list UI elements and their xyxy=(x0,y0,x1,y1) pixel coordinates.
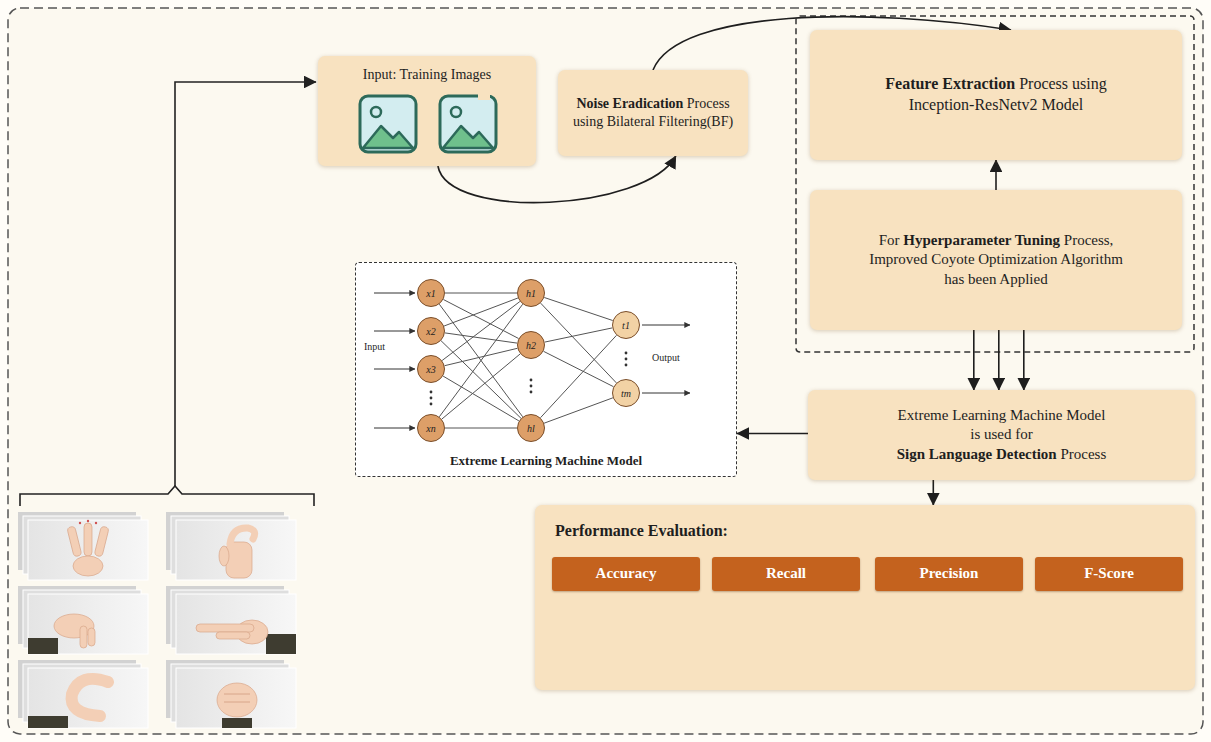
network-link xyxy=(439,304,522,417)
process-box: Extreme Learning Machine Model is used f… xyxy=(808,390,1195,480)
text-line: xn xyxy=(426,422,435,435)
process-box: Feature Extraction Process using Incepti… xyxy=(810,30,1182,160)
group-frame xyxy=(796,16,1194,352)
text-line: Performance Evaluation: xyxy=(555,521,728,542)
neuron-node: tm xyxy=(612,379,640,407)
text-line: x3 xyxy=(426,363,435,376)
text-line: Feature Extraction Process using Incepti… xyxy=(876,74,1116,116)
network-link xyxy=(541,335,617,417)
flow-arrow xyxy=(998,330,1000,390)
axis-label: Output xyxy=(652,352,680,363)
box-text: Process xyxy=(1060,446,1106,462)
feed-line xyxy=(175,82,316,486)
box-text: Performance Evaluation: xyxy=(555,522,728,539)
box-text: Extreme Learning Machine Model is used f… xyxy=(898,407,1106,443)
text-line: h1 xyxy=(526,287,536,300)
text-line: Recall xyxy=(766,564,806,584)
text-line: Input: Training Images xyxy=(327,66,527,84)
network-link xyxy=(442,354,520,419)
text-line: Precision xyxy=(920,564,979,584)
box-text: For xyxy=(879,232,900,248)
neuron-node: x3 xyxy=(417,355,445,383)
box-text: Extreme Learning Machine Model xyxy=(450,453,642,468)
neuron-label: tm xyxy=(621,388,631,399)
text-line: tm xyxy=(621,387,631,400)
neuron-label: x3 xyxy=(426,364,435,375)
input-box: Input: Training Images xyxy=(318,56,536,166)
evaluation-panel: Performance Evaluation: Accuracy Recall Pre… xyxy=(535,505,1195,690)
metric-label: Precision xyxy=(920,565,979,581)
network-link xyxy=(439,304,522,417)
network-link xyxy=(545,328,613,342)
neuron-node: h2 xyxy=(517,331,545,359)
neuron-node: t1 xyxy=(612,311,640,339)
process-box: Noise Eradication Process using Bilatera… xyxy=(558,70,748,156)
text-line: Extreme Learning Machine Model xyxy=(450,453,642,470)
text-line: x2 xyxy=(426,325,435,338)
text-line: Accuracy xyxy=(596,564,657,584)
network-link xyxy=(442,302,520,361)
bracket xyxy=(20,486,314,506)
text-line: hl xyxy=(527,422,535,435)
neuron-label: hl xyxy=(527,423,535,434)
text-line: For Hyperparameter Tuning Process, Impro… xyxy=(861,231,1131,290)
neuron-node: h1 xyxy=(517,279,545,307)
metric-button: Recall xyxy=(712,557,860,591)
flow-arrow xyxy=(995,160,997,190)
text-line: F-Score xyxy=(1084,564,1134,584)
neuron-node: x1 xyxy=(417,279,445,307)
neuron-node: xn xyxy=(417,414,445,442)
network-link xyxy=(445,428,517,429)
axis-label: Input xyxy=(364,341,385,352)
neuron-label: t1 xyxy=(622,320,630,331)
flow-arrow xyxy=(1023,330,1025,390)
neuron-label: x2 xyxy=(426,326,435,337)
network-link xyxy=(544,398,613,423)
metric-label: Recall xyxy=(766,565,806,581)
neuron-node: hl xyxy=(517,414,545,442)
box-text: Noise Eradication xyxy=(576,96,683,111)
box-text: Input: Training Images xyxy=(363,67,491,82)
metric-label: Accuracy xyxy=(596,565,657,581)
neuron-label: xn xyxy=(426,423,435,434)
box-text: Hyperparameter Tuning xyxy=(903,232,1060,248)
text-line: h2 xyxy=(526,339,536,352)
metric-button: Precision xyxy=(875,557,1023,591)
text-line: Noise Eradication Process using Bilatera… xyxy=(568,95,738,131)
neuron-label: h1 xyxy=(526,288,536,299)
flow-arrow xyxy=(737,433,808,435)
neuron-label: h2 xyxy=(526,340,536,351)
network-link xyxy=(443,376,519,421)
network-link xyxy=(443,300,518,339)
text-line: Sign Language Detection Process xyxy=(842,445,1162,465)
neuron-node: x2 xyxy=(417,317,445,345)
network-link xyxy=(445,293,517,294)
box-text: Feature Extraction xyxy=(885,75,1015,92)
network-link xyxy=(541,303,617,383)
text-line: x1 xyxy=(426,287,435,300)
metric-label: F-Score xyxy=(1084,565,1134,581)
flow-arrow xyxy=(932,480,934,505)
metric-button: Accuracy xyxy=(552,557,700,591)
network-link xyxy=(544,351,614,386)
network-link xyxy=(445,348,518,365)
text-line: Extreme Learning Machine Model is used f… xyxy=(894,406,1110,445)
model-panel: Extreme Learning Machine Model x1 x2 x3 xn h1… xyxy=(355,262,737,477)
hand-photos xyxy=(18,512,296,728)
network-art xyxy=(356,263,736,476)
process-box: For Hyperparameter Tuning Process, Impro… xyxy=(810,190,1182,330)
network-link xyxy=(544,298,612,321)
text-line: t1 xyxy=(622,319,630,332)
flow-arrow xyxy=(973,330,975,390)
network-link xyxy=(445,333,517,343)
outer-frame xyxy=(8,8,1203,734)
metric-button: F-Score xyxy=(1035,557,1183,591)
box-text: Sign Language Detection xyxy=(897,446,1057,462)
neuron-label: x1 xyxy=(426,288,435,299)
